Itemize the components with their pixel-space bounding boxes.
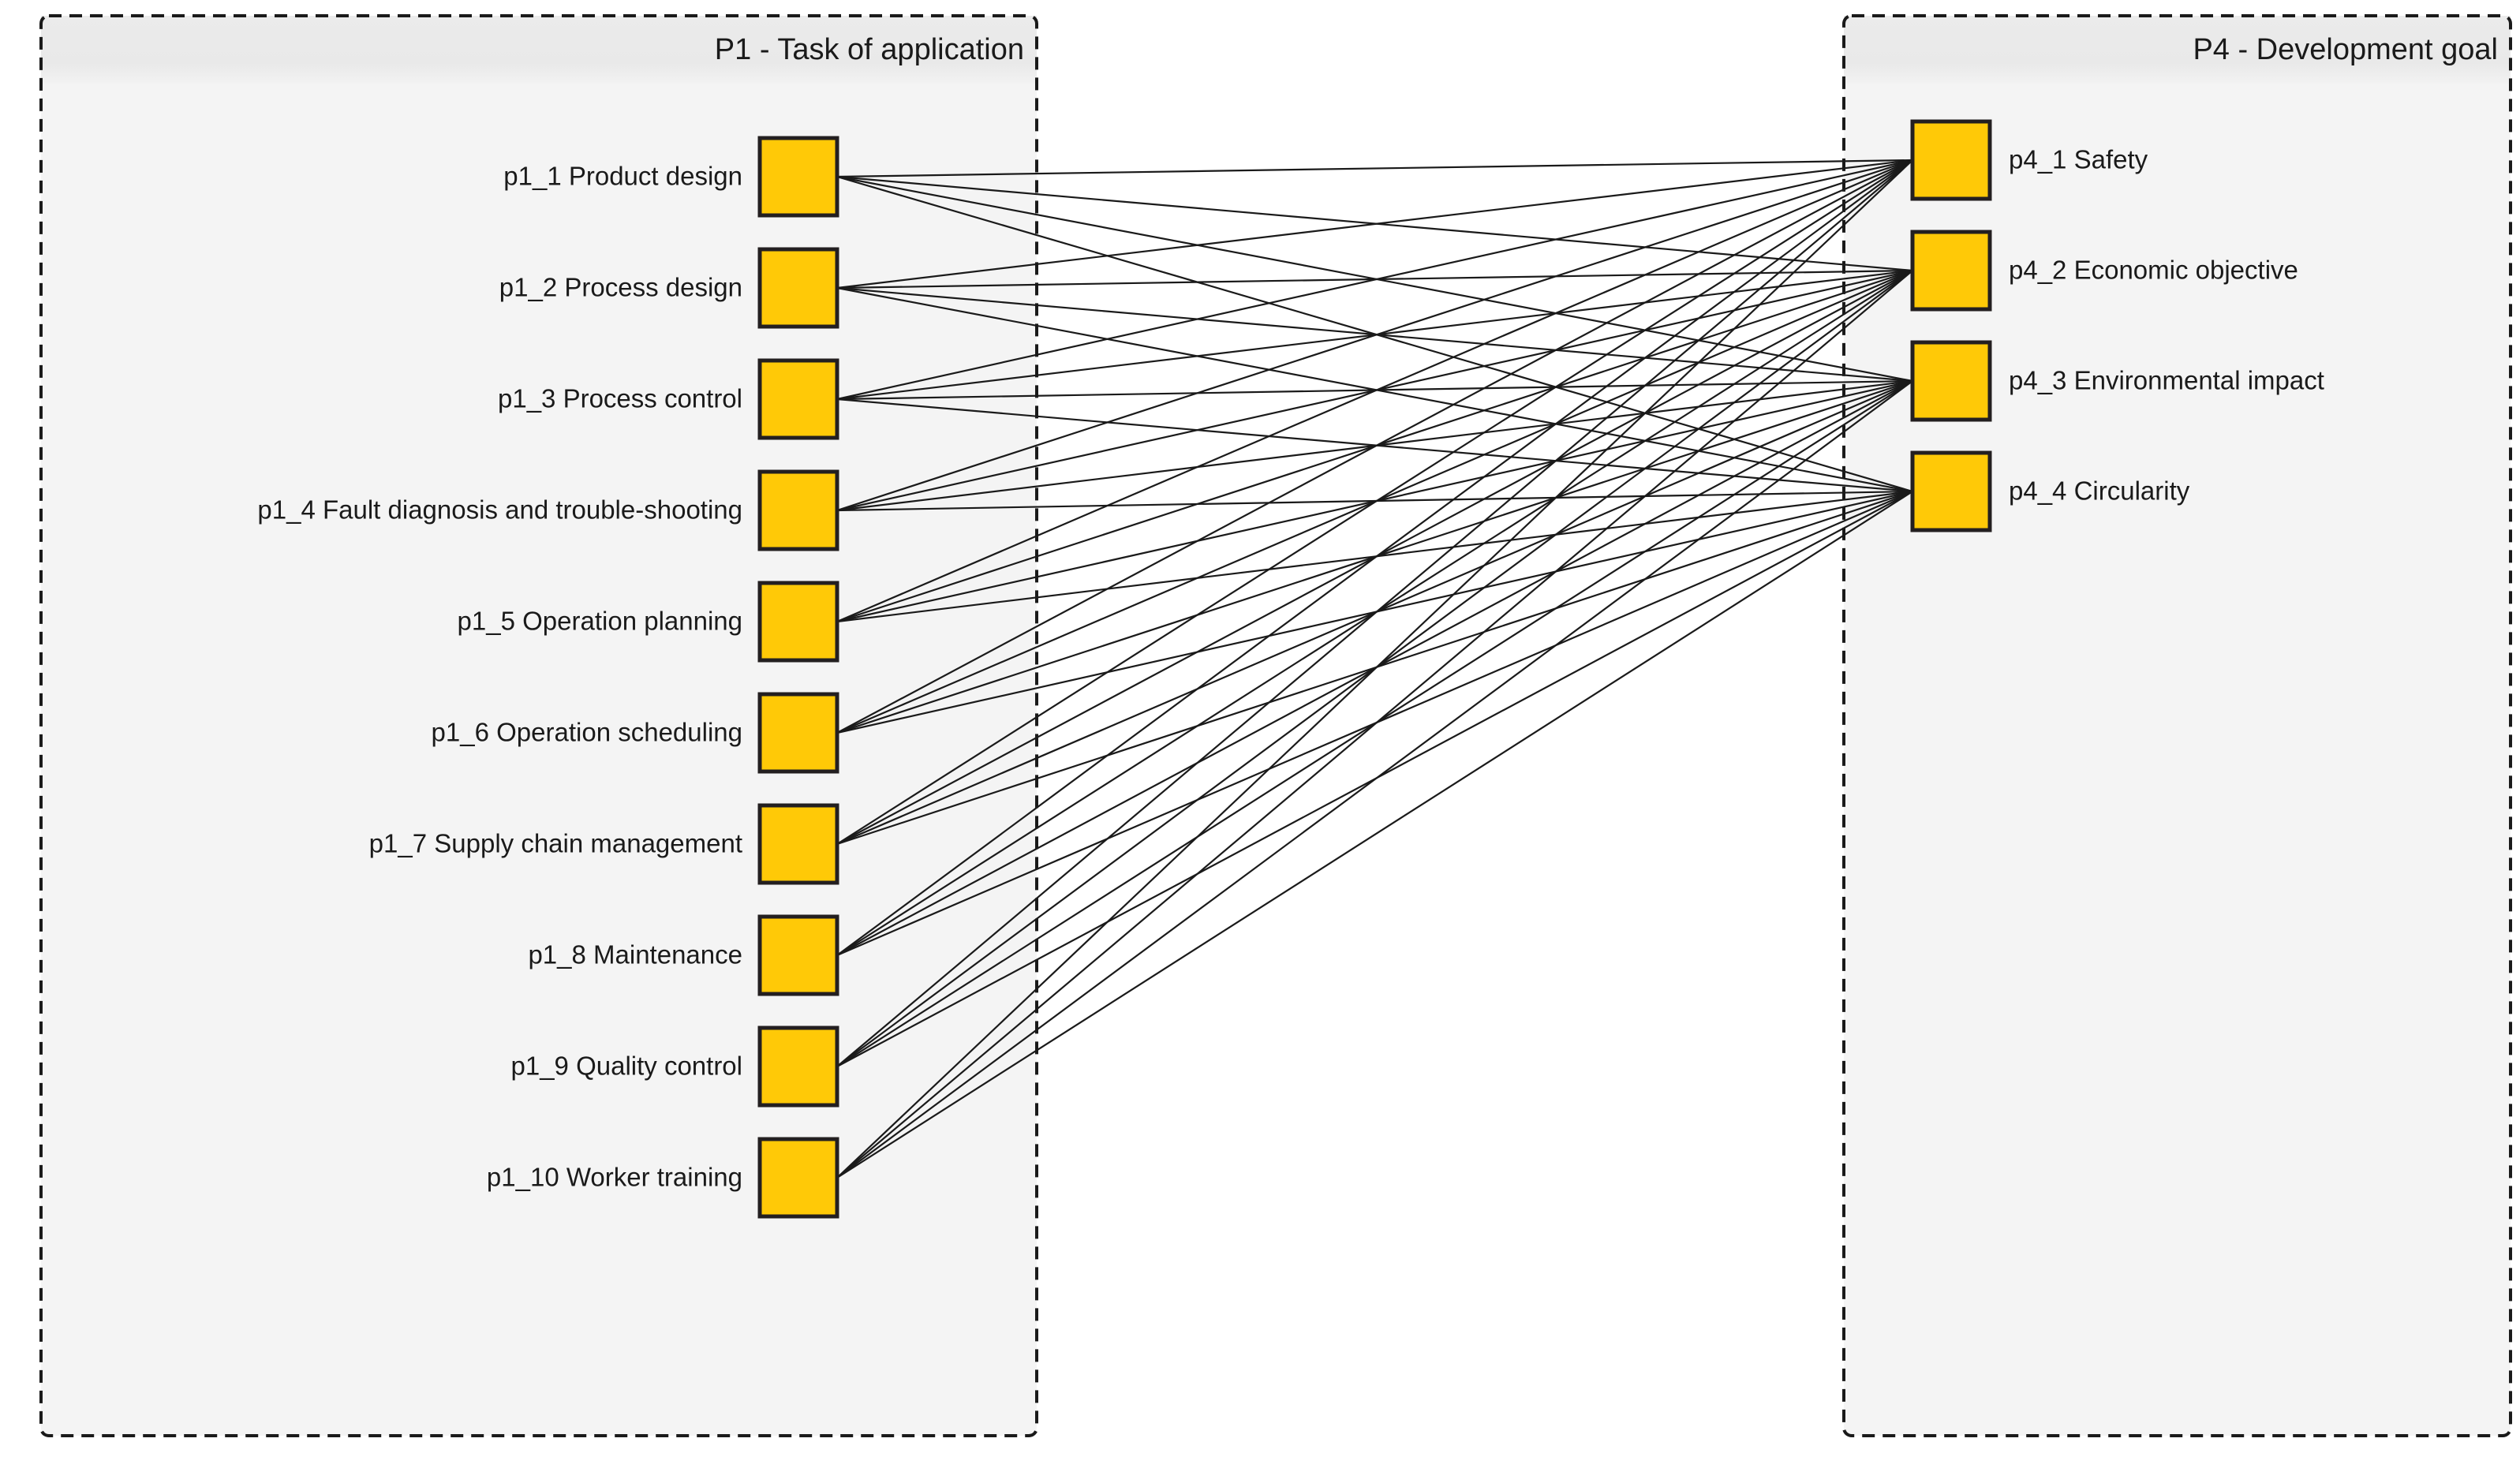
edge-p1_8-p4_1 [836,159,1913,956]
node-box-p1_6[interactable] [757,692,839,774]
node-box-p1_9[interactable] [757,1026,839,1108]
edge-p1_2-p4_1 [836,159,1913,290]
node-box-p1_4[interactable] [757,469,839,551]
panel-p4: P4 - Development goal [1842,14,2512,1437]
panel-border-p4 [1842,14,2512,1437]
node-p1_8[interactable]: p1_8 Maintenance [528,914,839,996]
node-label-p1_2: p1_2 Process design [499,273,742,302]
node-box-p1_10[interactable] [757,1137,839,1219]
edges-layer [836,159,1913,1179]
node-label-p4_4: p4_4 Circularity [2009,476,2190,506]
node-p4_1[interactable]: p4_1 Safety [1910,119,2148,201]
node-p1_10[interactable]: p1_10 Worker training [487,1137,839,1219]
node-label-p1_7: p1_7 Supply chain management [369,829,742,858]
node-box-p4_3[interactable] [1910,340,1992,422]
panel-title-p1: P1 - Task of application [715,33,1024,66]
node-p1_2[interactable]: p1_2 Process design [499,247,839,329]
node-p1_1[interactable]: p1_1 Product design [503,136,839,218]
node-label-p1_6: p1_6 Operation scheduling [432,718,742,747]
node-label-p1_8: p1_8 Maintenance [528,940,742,969]
edge-p1_10-p4_2 [836,270,1913,1179]
node-p1_4[interactable]: p1_4 Fault diagnosis and trouble-shootin… [257,469,839,551]
node-box-p1_7[interactable] [757,803,839,885]
edge-p1_7-p4_1 [836,159,1913,845]
node-box-p4_2[interactable] [1910,230,1992,312]
node-label-p1_9: p1_9 Quality control [510,1052,742,1081]
edge-p1_3-p4_1 [836,159,1913,401]
node-label-p1_10: p1_10 Worker training [487,1163,742,1192]
nodes-layer: p1_1 Product design p1_2 Process design p1… [257,119,2324,1219]
node-box-p1_2[interactable] [757,247,839,329]
edge-p1_4-p4_1 [836,159,1913,512]
edge-p1_10-p4_1 [836,159,1913,1179]
node-box-p1_8[interactable] [757,914,839,996]
edge-p1_6-p4_1 [836,159,1913,734]
node-p1_6[interactable]: p1_6 Operation scheduling [432,692,839,774]
edge-p1_10-p4_3 [836,380,1913,1179]
node-p4_4[interactable]: p4_4 Circularity [1910,450,2190,532]
node-box-p1_3[interactable] [757,358,839,440]
panel-body-p4 [1844,16,2511,1436]
node-label-p1_5: p1_5 Operation planning [458,607,742,636]
edge-p1_5-p4_1 [836,159,1913,623]
panel-header-p1 [41,16,1037,84]
node-box-p1_5[interactable] [757,581,839,663]
node-p1_7[interactable]: p1_7 Supply chain management [369,803,839,885]
node-p4_2[interactable]: p4_2 Economic objective [1910,230,2298,312]
node-label-p4_2: p4_2 Economic objective [2009,256,2298,285]
node-label-p4_1: p4_1 Safety [2009,145,2148,174]
node-label-p1_3: p1_3 Process control [498,384,742,413]
panels-layer: P1 - Task of application P4 - Development… [39,14,2512,1437]
edge-p1_9-p4_1 [836,159,1913,1067]
edge-p1_10-p4_4 [836,491,1913,1179]
node-p1_9[interactable]: p1_9 Quality control [510,1026,839,1108]
node-box-p4_1[interactable] [1910,119,1992,201]
node-p1_3[interactable]: p1_3 Process control [498,358,839,440]
node-p1_5[interactable]: p1_5 Operation planning [458,581,839,663]
node-p4_3[interactable]: p4_3 Environmental impact [1910,340,2324,422]
node-box-p4_4[interactable] [1910,450,1992,532]
node-box-p1_1[interactable] [757,136,839,218]
panel-header-p4 [1844,16,2511,84]
node-label-p4_3: p4_3 Environmental impact [2009,366,2324,395]
node-label-p1_4: p1_4 Fault diagnosis and trouble-shootin… [257,495,742,525]
node-label-p1_1: p1_1 Product design [503,162,742,191]
edge-p1_1-p4_1 [836,159,1913,178]
panel-border-p1 [39,14,1038,1437]
panel-title-p4: P4 - Development goal [2193,33,2498,66]
